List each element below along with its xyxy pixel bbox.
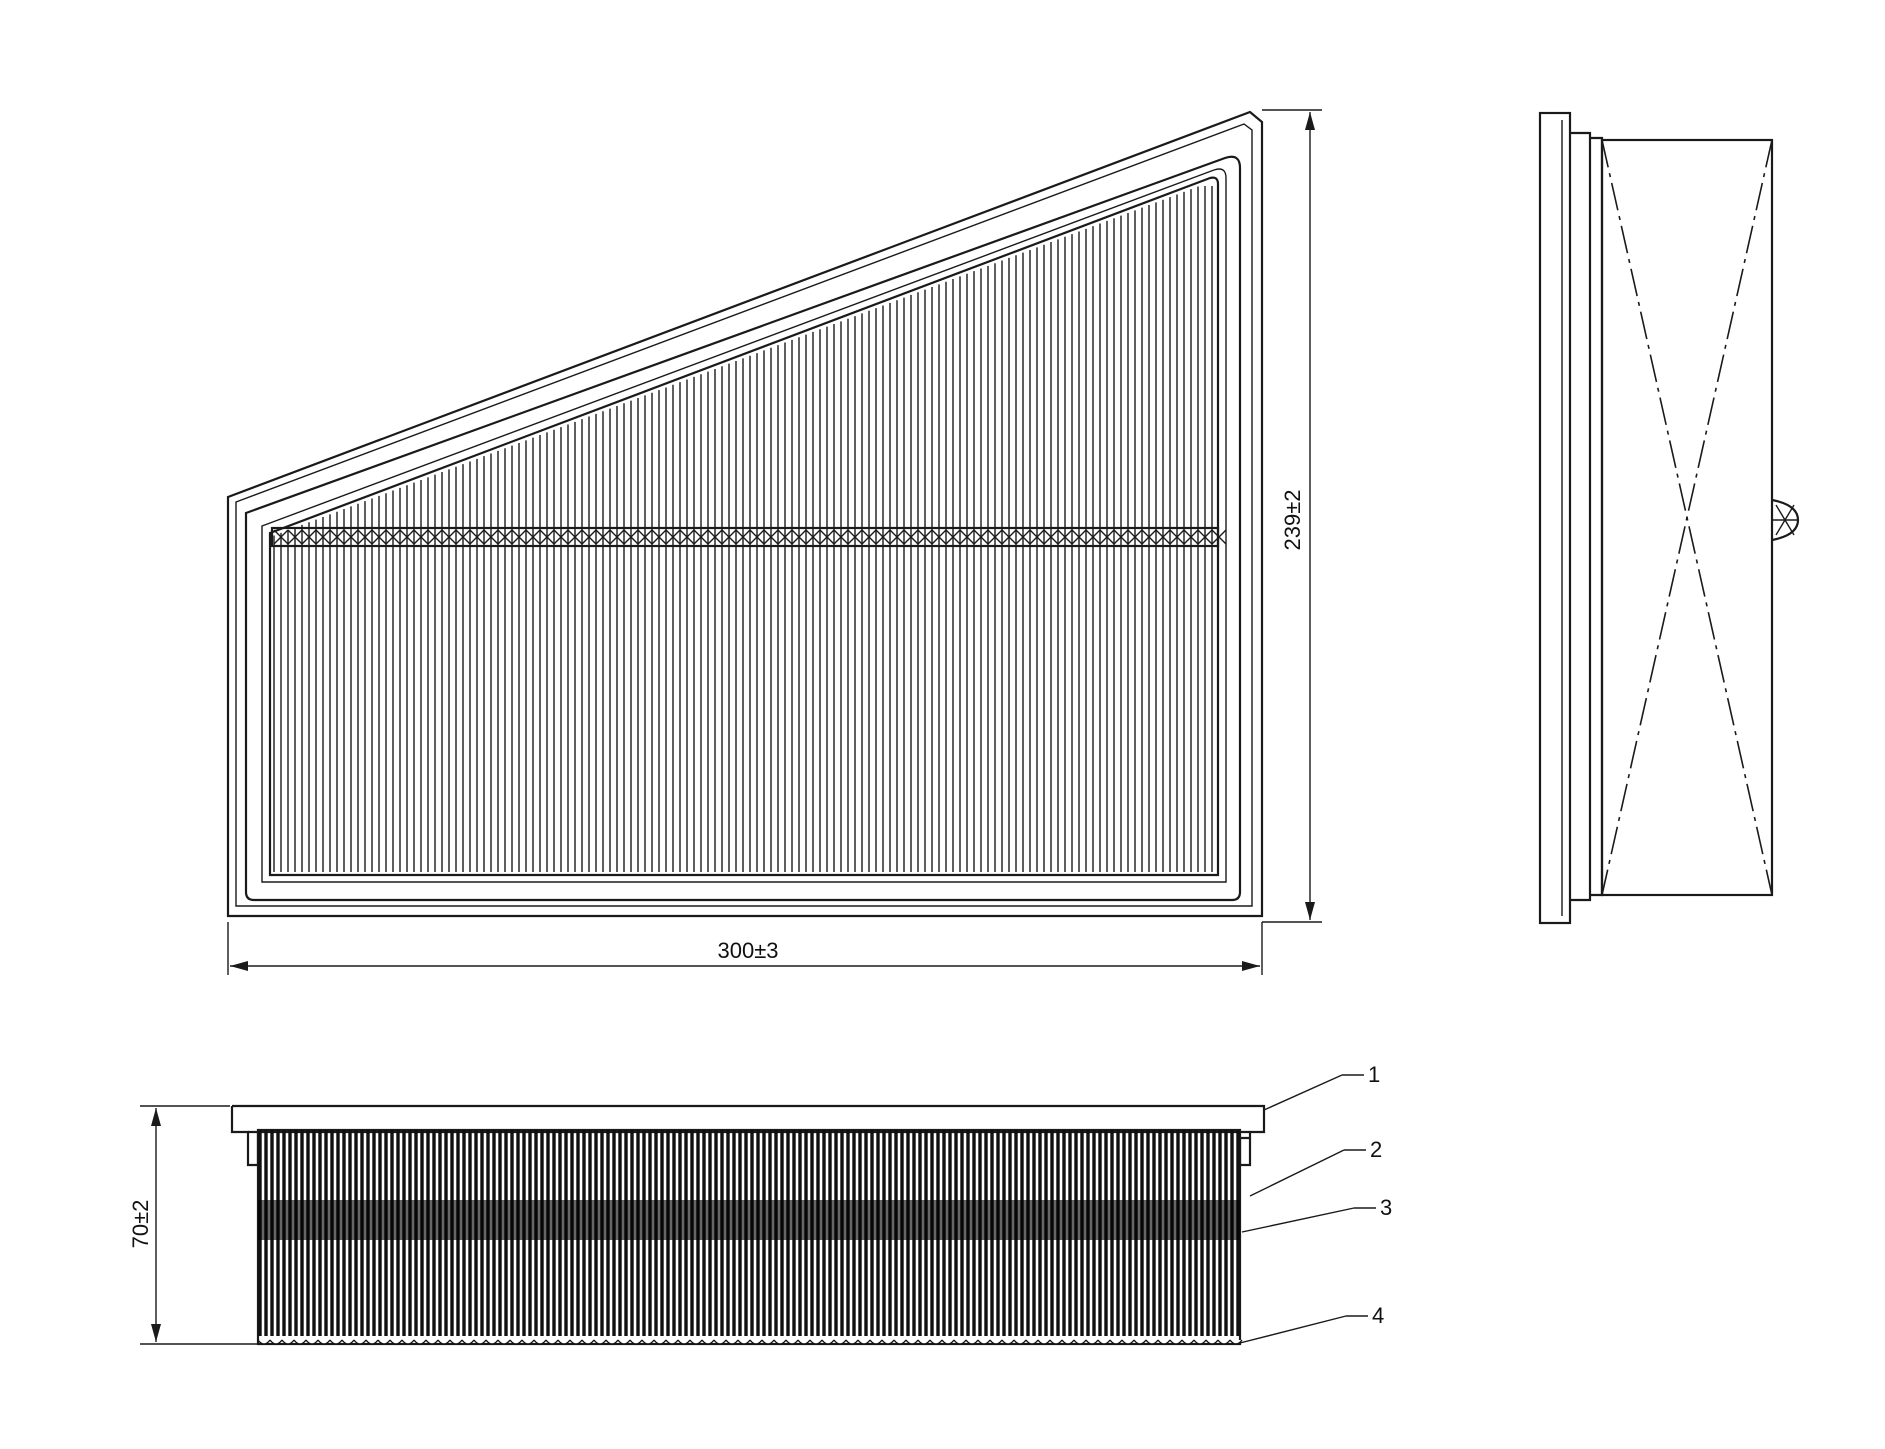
callout-2: 2 bbox=[1249, 1137, 1382, 1197]
edge-pleats bbox=[258, 1130, 1240, 1336]
side-pleat-pack bbox=[1600, 138, 1774, 897]
front-outer-frame-inner-edge bbox=[235, 123, 1253, 907]
callout-1: 1 bbox=[1263, 1062, 1380, 1111]
callout-4-label: 4 bbox=[1372, 1303, 1384, 1328]
callout-3-label: 3 bbox=[1380, 1195, 1392, 1220]
front-inner-frame bbox=[261, 168, 1227, 883]
front-pleats bbox=[273, 186, 1213, 872]
side-frame-step bbox=[1570, 131, 1592, 902]
edge-scallops bbox=[257, 1339, 1243, 1345]
front-view bbox=[226, 110, 1264, 918]
width-dimension-label: 300±3 bbox=[717, 938, 778, 963]
width-dimension: 300±3 bbox=[227, 922, 1263, 975]
callout-4: 4 bbox=[1235, 1303, 1384, 1345]
height-dimension-label: 239±2 bbox=[1280, 489, 1305, 550]
edge-view bbox=[230, 1104, 1266, 1346]
reinforcement-mesh-band bbox=[270, 526, 1227, 548]
callout-2-label: 2 bbox=[1370, 1137, 1382, 1162]
callout-3: 3 bbox=[1241, 1195, 1392, 1233]
depth-dimension: 70±2 bbox=[128, 1105, 258, 1345]
side-knob bbox=[1771, 498, 1800, 542]
side-flange bbox=[1538, 111, 1572, 925]
front-outer-frame bbox=[226, 110, 1264, 918]
front-middle-frame bbox=[244, 155, 1242, 902]
callout-1-label: 1 bbox=[1368, 1062, 1380, 1087]
height-dimension: 239±2 bbox=[1262, 109, 1322, 923]
side-body bbox=[1590, 136, 1604, 897]
side-view bbox=[1538, 111, 1800, 925]
depth-dimension-label: 70±2 bbox=[128, 1200, 153, 1249]
front-pleat-boundary bbox=[268, 176, 1220, 877]
